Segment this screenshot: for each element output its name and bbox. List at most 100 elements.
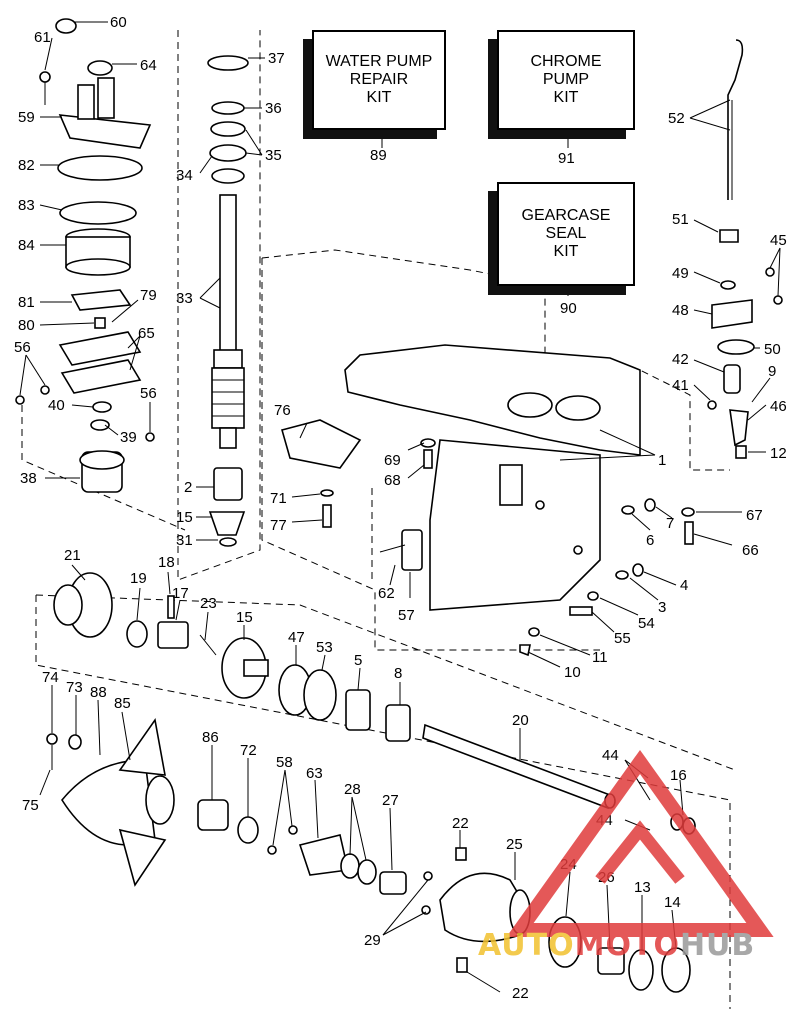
- callout: 52: [668, 110, 685, 127]
- callout: 84: [18, 237, 35, 254]
- callout: 86: [202, 729, 219, 746]
- callout: 29: [364, 932, 381, 949]
- callout: 19: [130, 570, 147, 587]
- watermark-triangle: [506, 749, 774, 937]
- callout: 64: [140, 57, 157, 74]
- kit-label: CHROME PUMP KIT: [530, 53, 602, 106]
- callout: 10: [564, 664, 581, 681]
- water-pump-assembly: [15, 18, 155, 493]
- callout: 51: [672, 211, 689, 228]
- callout: 71: [270, 490, 287, 507]
- callout: 1: [658, 452, 666, 469]
- callout: 4: [680, 577, 688, 594]
- callout: 62: [378, 585, 395, 602]
- kit-label: GEARCASE SEAL KIT: [521, 207, 611, 260]
- callout: 72: [240, 742, 257, 759]
- housing-hardware: [281, 419, 695, 657]
- callout: 38: [20, 470, 37, 487]
- callout: 13: [634, 879, 651, 896]
- callout: 77: [270, 517, 287, 534]
- callout: 6: [646, 532, 654, 549]
- callout: 8: [394, 665, 402, 682]
- callout: 58: [276, 754, 293, 771]
- callout: 75: [22, 797, 39, 814]
- callout: 73: [66, 679, 83, 696]
- callout: 60: [110, 14, 127, 31]
- callout: 2: [184, 479, 192, 496]
- callout: 18: [158, 554, 175, 571]
- callout: 63: [306, 765, 323, 782]
- callout: 15: [236, 609, 253, 626]
- callout: 59: [18, 109, 35, 126]
- callout: 48: [672, 302, 689, 319]
- svg-text:AUTOMOTOHUB: AUTOMOTOHUB: [478, 928, 755, 963]
- callout: 74: [42, 669, 59, 686]
- callout: 50: [764, 341, 781, 358]
- chrome-pump-kit-box: CHROME PUMP KIT: [497, 30, 635, 130]
- callout: 15: [176, 509, 193, 526]
- callout-numbers: 60 61 64 59 82 83 84 81 79 80 65 56 40 3…: [14, 14, 787, 1002]
- callout: 82: [18, 157, 35, 174]
- callout: 56: [14, 339, 31, 356]
- callout: 33: [176, 290, 193, 307]
- callout: 56: [140, 385, 157, 402]
- watermark-text-auto: AUTO: [478, 928, 575, 963]
- callout: 23: [200, 595, 217, 612]
- callout: 61: [34, 29, 51, 46]
- callout: 9: [768, 363, 776, 380]
- callout: 46: [770, 398, 787, 415]
- callout: 28: [344, 781, 361, 798]
- callout: 81: [18, 294, 35, 311]
- watermark-text-moto: MOTO: [575, 928, 680, 963]
- callout: 3: [658, 599, 666, 616]
- callout: 45: [770, 232, 787, 249]
- callout: 16: [670, 767, 687, 784]
- callout: 22: [452, 815, 469, 832]
- callout: 21: [64, 547, 81, 564]
- callout: 37: [268, 50, 285, 67]
- callout: 79: [140, 287, 157, 304]
- callout: 88: [90, 684, 107, 701]
- callout: 27: [382, 792, 399, 809]
- callout: 41: [672, 377, 689, 394]
- callout: 42: [672, 351, 689, 368]
- watermark-inner-mark: [595, 820, 685, 884]
- callout: 68: [384, 472, 401, 489]
- callout: 34: [176, 167, 193, 184]
- drive-shaft-assembly: [207, 55, 249, 547]
- callout: 54: [638, 615, 655, 632]
- callout: 49: [672, 265, 689, 282]
- callout: 17: [172, 585, 189, 602]
- callout: 85: [114, 695, 131, 712]
- callout: 44: [602, 747, 619, 764]
- watermark-logo: AUTOMOTOHUB: [478, 749, 774, 963]
- callout: 55: [614, 630, 631, 647]
- callout: 12: [770, 445, 787, 462]
- leader-lines: [19, 21, 781, 993]
- callout: 53: [316, 639, 333, 656]
- callout: 83: [18, 197, 35, 214]
- callout: 11: [592, 649, 608, 666]
- callout: 80: [18, 317, 35, 334]
- callout: 14: [664, 894, 681, 911]
- water-pump-repair-kit-box: WATER PUMP REPAIR KIT: [312, 30, 446, 130]
- callout: 31: [176, 532, 193, 549]
- callout: 69: [384, 452, 401, 469]
- kit-label: WATER PUMP REPAIR KIT: [325, 53, 433, 106]
- callout: 25: [506, 836, 523, 853]
- gearcase-seal-kit-box: GEARCASE SEAL KIT: [497, 182, 635, 286]
- callout: 20: [512, 712, 529, 729]
- watermark-text-hub: HUB: [680, 928, 755, 963]
- callout: 39: [120, 429, 137, 446]
- shift-linkage: [707, 39, 783, 459]
- callout: 35: [265, 147, 282, 164]
- callout: 22: [512, 985, 529, 1002]
- callout: 65: [138, 325, 155, 342]
- callout: 36: [265, 100, 282, 117]
- callout: 47: [288, 629, 305, 646]
- callout: 66: [742, 542, 759, 559]
- callout: 5: [354, 652, 362, 669]
- callout: 40: [48, 397, 65, 414]
- callout: 57: [398, 607, 415, 624]
- callout: 67: [746, 507, 763, 524]
